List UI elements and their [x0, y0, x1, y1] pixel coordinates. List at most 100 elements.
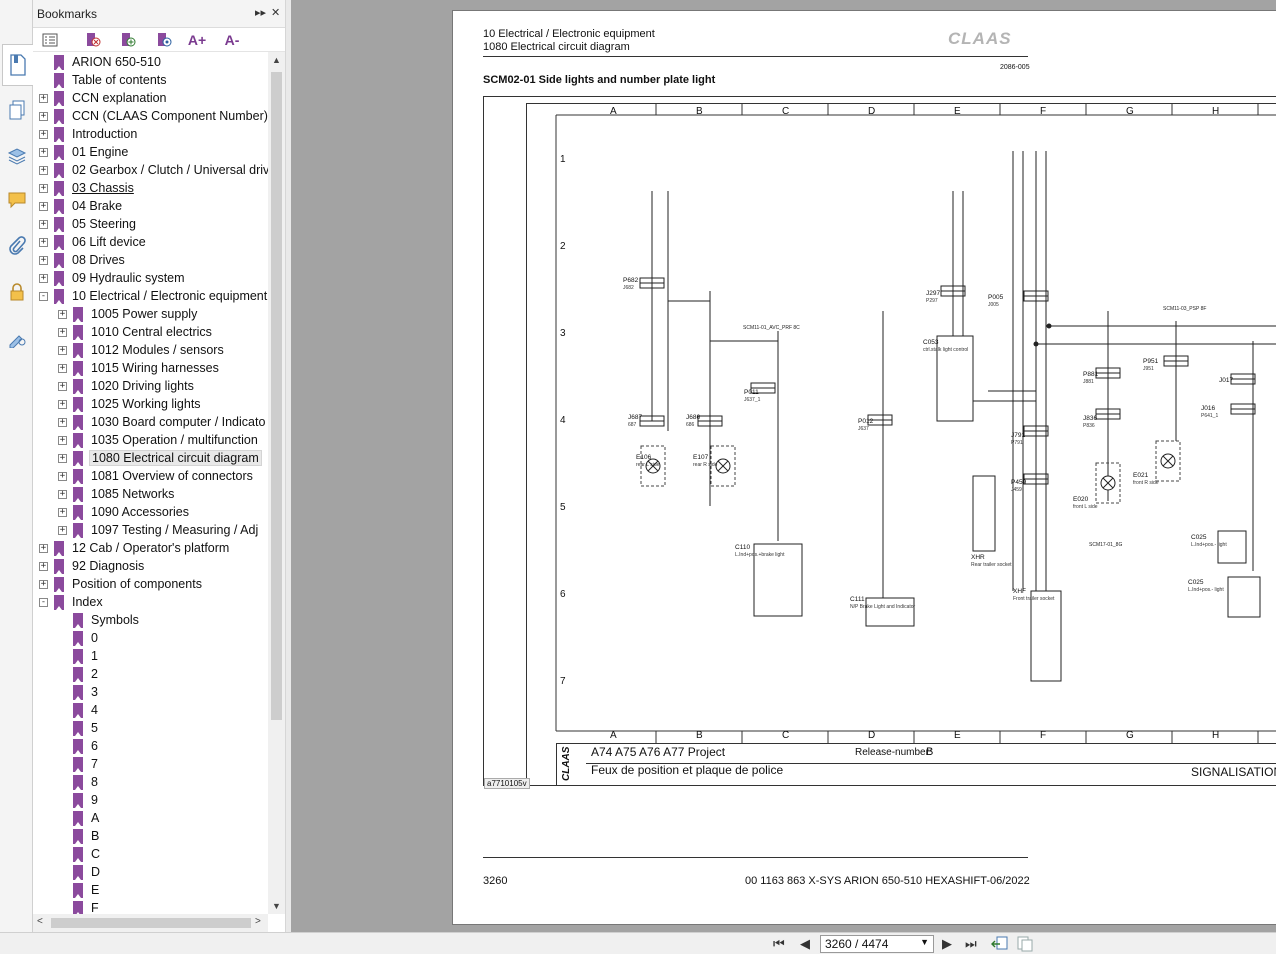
bookmark-item[interactable]: +CCN (CLAAS Component Number): [39, 107, 268, 125]
scroll-down-icon[interactable]: ▼: [272, 901, 281, 911]
bookmark-horizontal-scrollbar[interactable]: < >: [33, 914, 268, 932]
bookmark-item[interactable]: 4: [58, 701, 100, 719]
bookmark-item[interactable]: +04 Brake: [39, 197, 124, 215]
hscroll-thumb[interactable]: [51, 918, 251, 928]
bookmark-item[interactable]: +01 Engine: [39, 143, 130, 161]
bookmark-item[interactable]: +1025 Working lights: [58, 395, 203, 413]
bookmark-item[interactable]: +1090 Accessories: [58, 503, 191, 521]
expand-icon[interactable]: +: [39, 92, 48, 103]
first-page-icon[interactable]: ⏮: [773, 936, 785, 951]
bookmark-item[interactable]: E: [58, 881, 101, 899]
bookmark-item[interactable]: +1012 Modules / sensors: [58, 341, 226, 359]
bookmark-item[interactable]: +05 Steering: [39, 215, 138, 233]
close-panel-icon[interactable]: ✕: [271, 7, 281, 19]
previous-page-icon[interactable]: ◀: [800, 936, 810, 951]
bookmark-item[interactable]: 6: [58, 737, 100, 755]
expand-icon[interactable]: +: [39, 542, 48, 553]
bookmark-item[interactable]: 3: [58, 683, 100, 701]
expand-icon[interactable]: +: [39, 254, 48, 265]
bookmark-item[interactable]: +12 Cab / Operator's platform: [39, 539, 231, 557]
increase-font-icon[interactable]: A+: [187, 32, 207, 48]
security-panel-icon[interactable]: [3, 278, 31, 306]
bookmark-item[interactable]: +1005 Power supply: [58, 305, 199, 323]
attachments-panel-icon[interactable]: [3, 232, 31, 260]
bookmark-item[interactable]: +06 Lift device: [39, 233, 148, 251]
comments-panel-icon[interactable]: [3, 186, 31, 214]
document-view[interactable]: 10 Electrical / Electronic equipment 108…: [291, 0, 1276, 932]
bookmark-item[interactable]: F: [58, 899, 101, 914]
expand-icon[interactable]: +: [58, 488, 67, 499]
expand-icon[interactable]: +: [39, 182, 48, 193]
last-page-icon[interactable]: ⏭: [965, 936, 977, 951]
bookmark-item[interactable]: +Position of components: [39, 575, 204, 593]
expand-icon[interactable]: +: [58, 506, 67, 517]
options-menu-icon[interactable]: [41, 31, 59, 49]
bookmark-item[interactable]: -Index: [39, 593, 105, 611]
previous-view-icon[interactable]: [991, 936, 1009, 954]
bookmark-item[interactable]: Symbols: [58, 611, 141, 629]
page-dropdown-icon[interactable]: ▼: [920, 937, 929, 947]
bookmark-item[interactable]: +1030 Board computer / Indicato: [58, 413, 267, 431]
bookmark-properties-icon[interactable]: [155, 31, 173, 49]
bookmark-item[interactable]: -10 Electrical / Electronic equipment: [39, 287, 268, 305]
next-view-icon[interactable]: [1016, 936, 1034, 954]
expand-icon[interactable]: +: [58, 416, 67, 427]
bookmarks-panel-icon[interactable]: [2, 44, 33, 86]
bookmark-item[interactable]: 0: [58, 629, 100, 647]
bookmark-item[interactable]: +Introduction: [39, 125, 139, 143]
bookmark-item[interactable]: +92 Diagnosis: [39, 557, 146, 575]
expand-icon[interactable]: +: [39, 218, 48, 229]
delete-bookmark-icon[interactable]: [84, 31, 102, 49]
expand-icon[interactable]: +: [58, 470, 67, 481]
scroll-right-icon[interactable]: >: [255, 916, 261, 927]
panel-options-icon[interactable]: ▸▸: [255, 7, 267, 19]
bookmark-item[interactable]: A: [58, 809, 101, 827]
scroll-thumb[interactable]: [271, 72, 282, 720]
expand-icon[interactable]: +: [39, 200, 48, 211]
bookmark-item[interactable]: +08 Drives: [39, 251, 127, 269]
add-bookmark-icon[interactable]: [119, 31, 137, 49]
bookmark-item[interactable]: Table of contents: [39, 71, 169, 89]
decrease-font-icon[interactable]: A-: [224, 32, 240, 48]
bookmark-item[interactable]: 1: [58, 647, 100, 665]
bookmark-item[interactable]: 7: [58, 755, 100, 773]
bookmark-item[interactable]: +1081 Overview of connectors: [58, 467, 255, 485]
bookmark-item[interactable]: +1080 Electrical circuit diagram: [58, 449, 262, 467]
bookmark-item[interactable]: +09 Hydraulic system: [39, 269, 187, 287]
bookmark-item[interactable]: 8: [58, 773, 100, 791]
panel-splitter[interactable]: [285, 0, 291, 932]
bookmark-vertical-scrollbar[interactable]: ▲ ▼: [268, 52, 285, 914]
bookmark-item[interactable]: D: [58, 863, 102, 881]
expand-icon[interactable]: +: [58, 344, 67, 355]
expand-icon[interactable]: +: [39, 578, 48, 589]
bookmark-item[interactable]: +1035 Operation / multifunction: [58, 431, 260, 449]
bookmark-item[interactable]: B: [58, 827, 101, 845]
expand-icon[interactable]: +: [58, 380, 67, 391]
scroll-up-icon[interactable]: ▲: [272, 55, 281, 65]
scroll-left-icon[interactable]: <: [37, 916, 43, 927]
bookmark-item[interactable]: +1015 Wiring harnesses: [58, 359, 221, 377]
expand-icon[interactable]: +: [58, 326, 67, 337]
bookmark-item[interactable]: 9: [58, 791, 100, 809]
collapse-icon[interactable]: -: [39, 596, 48, 607]
bookmark-item[interactable]: +1010 Central electrics: [58, 323, 214, 341]
bookmark-item[interactable]: 5: [58, 719, 100, 737]
layers-panel-icon[interactable]: [3, 142, 31, 170]
expand-icon[interactable]: +: [39, 146, 48, 157]
expand-icon[interactable]: +: [58, 308, 67, 319]
expand-icon[interactable]: +: [58, 524, 67, 535]
expand-icon[interactable]: +: [39, 236, 48, 247]
bookmark-item[interactable]: +CCN explanation: [39, 89, 169, 107]
bookmark-item[interactable]: 2: [58, 665, 100, 683]
signatures-panel-icon[interactable]: [3, 324, 31, 352]
bookmark-item[interactable]: +03 Chassis: [39, 179, 136, 197]
bookmark-item[interactable]: +1097 Testing / Measuring / Adj: [58, 521, 260, 539]
bookmark-item[interactable]: +1085 Networks: [58, 485, 176, 503]
bookmark-item[interactable]: +1020 Driving lights: [58, 377, 196, 395]
expand-icon[interactable]: +: [58, 362, 67, 373]
bookmark-item[interactable]: +02 Gearbox / Clutch / Universal driv: [39, 161, 268, 179]
expand-icon[interactable]: +: [39, 272, 48, 283]
bookmark-item[interactable]: C: [58, 845, 102, 863]
expand-icon[interactable]: +: [58, 434, 67, 445]
expand-icon[interactable]: +: [39, 560, 48, 571]
